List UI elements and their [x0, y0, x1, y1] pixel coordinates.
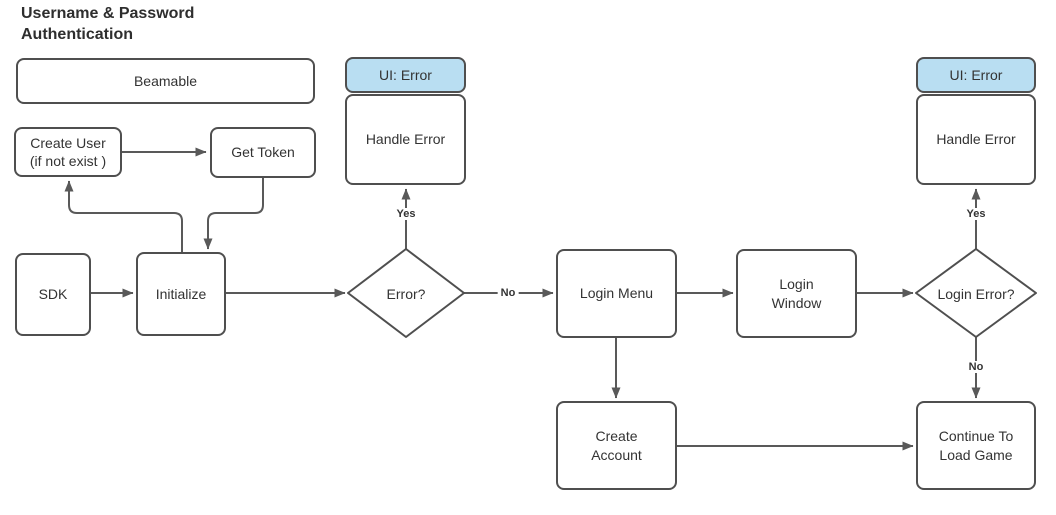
node-beamable: Beamable	[16, 58, 315, 104]
edge-label-login-error-yes: Yes	[963, 208, 989, 220]
page-title: Username & Password Authentication	[21, 5, 195, 43]
node-initialize: Initialize	[136, 252, 226, 336]
node-handle-error-right: Handle Error	[916, 94, 1036, 185]
node-login-menu: Login Menu	[556, 249, 677, 338]
node-create-user: Create User (if not exist )	[14, 127, 122, 177]
edge-label-error-yes: Yes	[393, 208, 419, 220]
edge-label-error-no: No	[497, 287, 519, 299]
node-get-token: Get Token	[210, 127, 316, 178]
node-create-account: Create Account	[556, 401, 677, 490]
node-ui-error-right: UI: Error	[916, 57, 1036, 93]
node-login-window: Login Window	[736, 249, 857, 338]
node-handle-error-left: Handle Error	[345, 94, 466, 185]
node-error-decision-label: Error?	[386, 286, 426, 302]
node-error-decision	[347, 248, 465, 338]
edge-label-login-error-no: No	[965, 361, 987, 373]
node-login-error-decision	[915, 248, 1037, 338]
node-ui-error-left: UI: Error	[345, 57, 466, 93]
node-sdk: SDK	[15, 253, 91, 336]
node-login-error-decision-label: Login Error?	[937, 286, 1015, 302]
edge-initialize-to-create-user	[64, 180, 183, 252]
edge-get-token-to-initialize	[203, 178, 264, 250]
node-continue-to-load-game: Continue To Load Game	[916, 401, 1036, 490]
